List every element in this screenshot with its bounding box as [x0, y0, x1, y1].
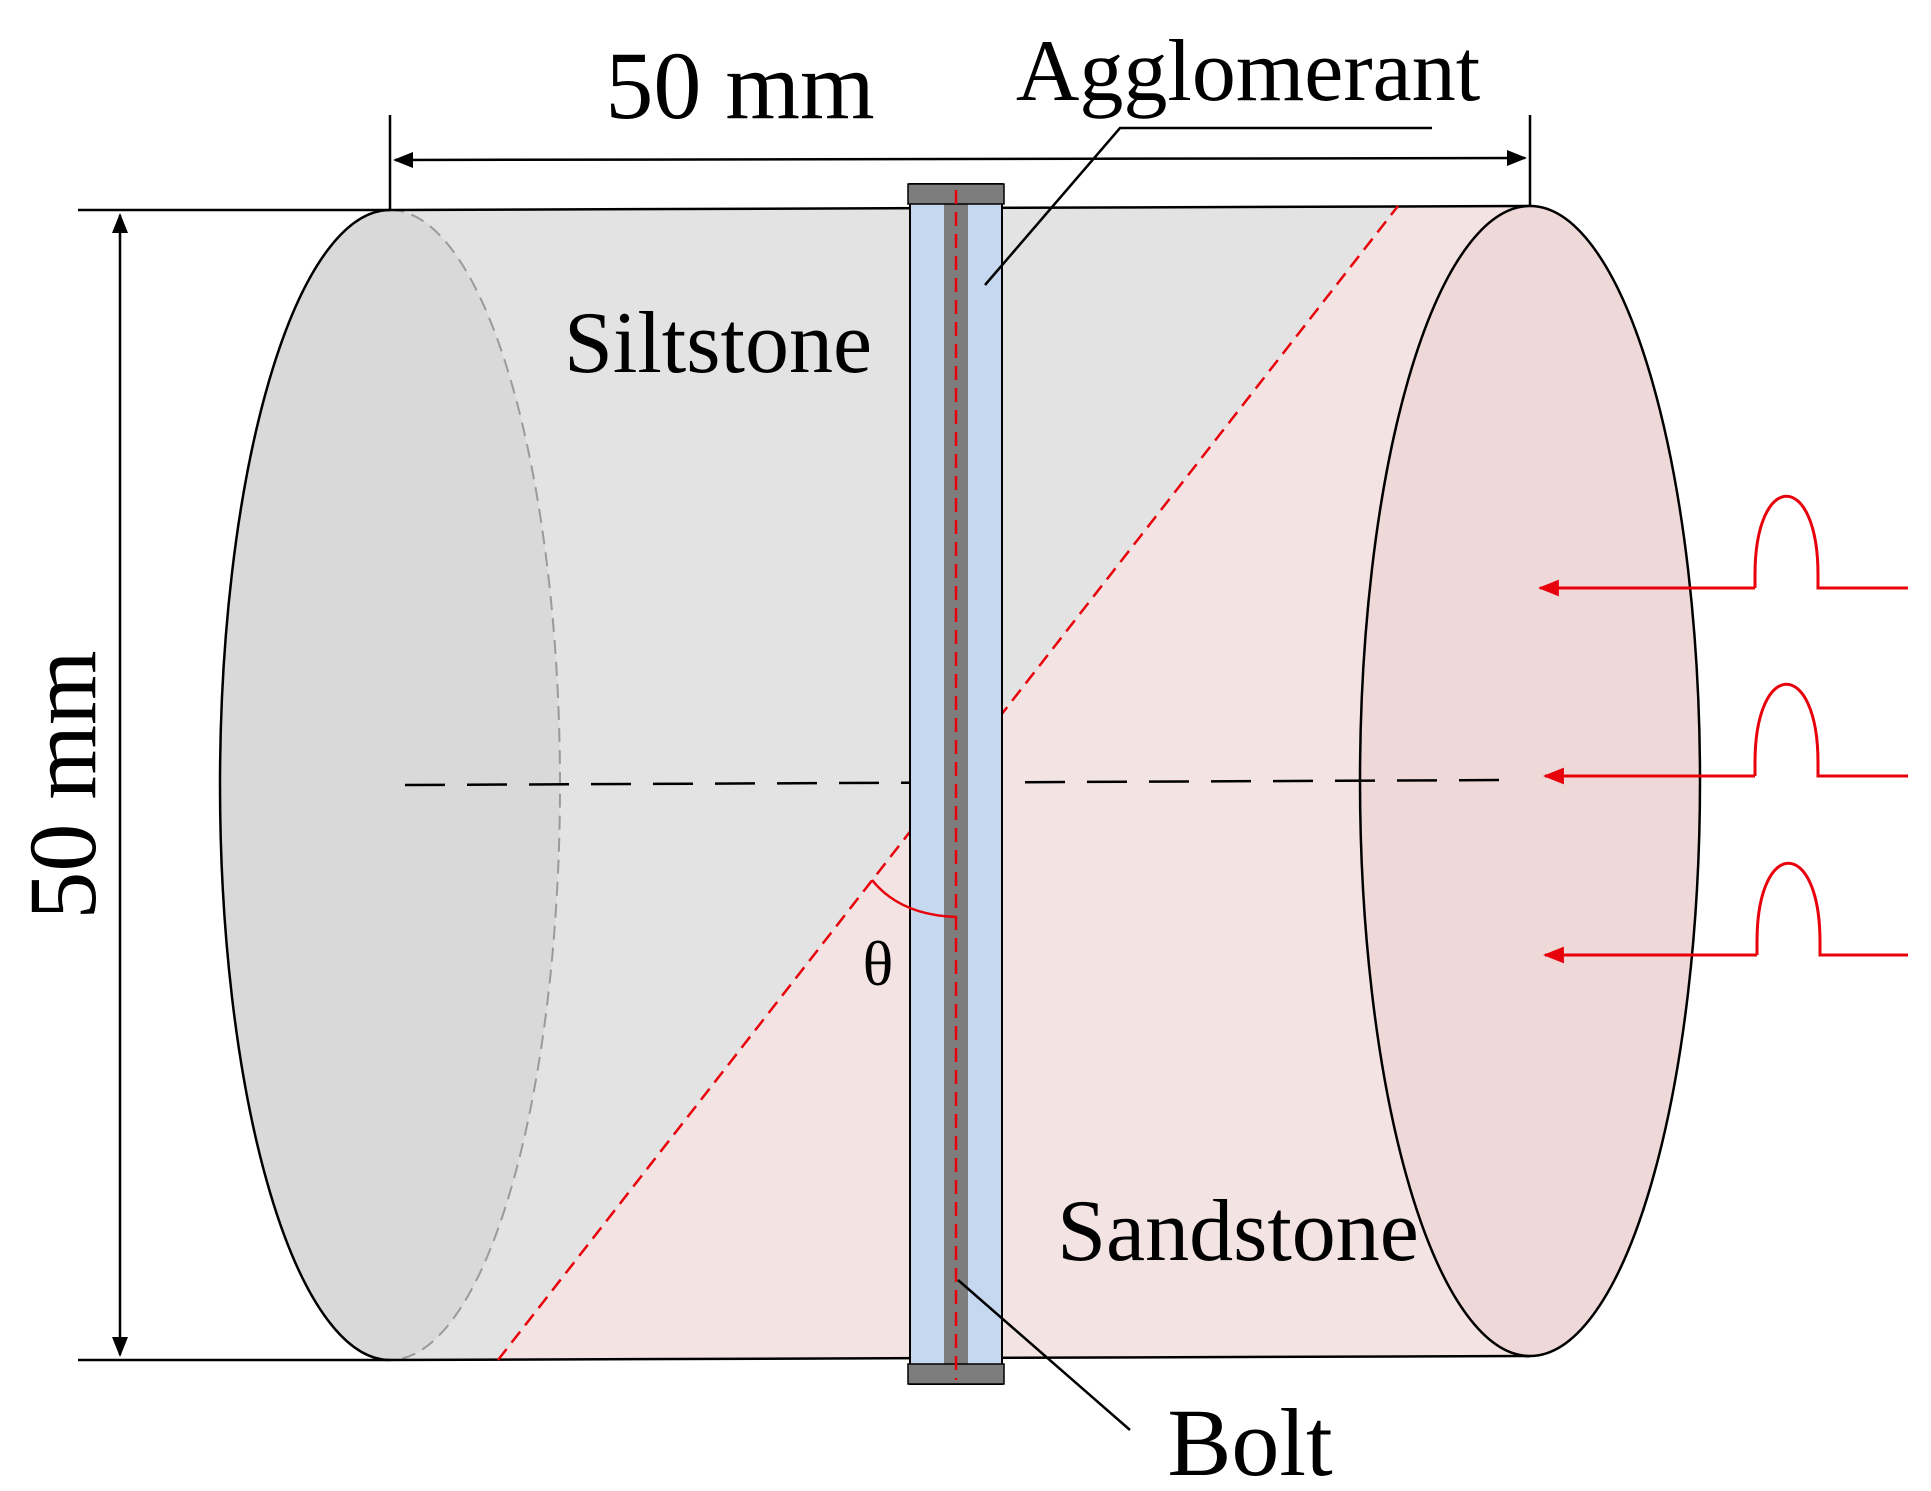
incident-stress-waves: [1537, 495, 1908, 964]
theta-angle-arc: [871, 879, 957, 919]
height-dimension-label: 50 mm: [9, 650, 116, 919]
stress-wave-pulse-bottom: [1542, 862, 1908, 964]
bolt-leader-line: [957, 1279, 1131, 1431]
wave-pulse-shape: [1753, 495, 1908, 590]
agglomerant-leader-line: [984, 126, 1432, 286]
sandstone-label: Sandstone: [1057, 1183, 1419, 1280]
left-face-outline: [218, 208, 391, 1362]
width-dimension-label: 50 mm: [605, 32, 874, 139]
bolt-label: Bolt: [1167, 1389, 1333, 1491]
bolt-assembly: [907, 183, 1005, 1385]
stress-wave-pulse-middle: [1542, 683, 1908, 785]
left-end-face: [220, 210, 560, 1360]
siltstone-label: Siltstone: [564, 295, 872, 392]
width-dimension-line: [393, 150, 1527, 168]
height-dimension: 50 mm: [9, 208, 390, 1362]
wave-pulse-shape: [1755, 862, 1908, 957]
theta-label: θ: [863, 928, 894, 999]
stress-wave-pulse-top: [1537, 495, 1908, 597]
wave-pulse-shape: [1753, 683, 1908, 778]
agglomerant-label: Agglomerant: [1016, 23, 1480, 120]
width-dimension: 50 mm: [388, 32, 1532, 210]
